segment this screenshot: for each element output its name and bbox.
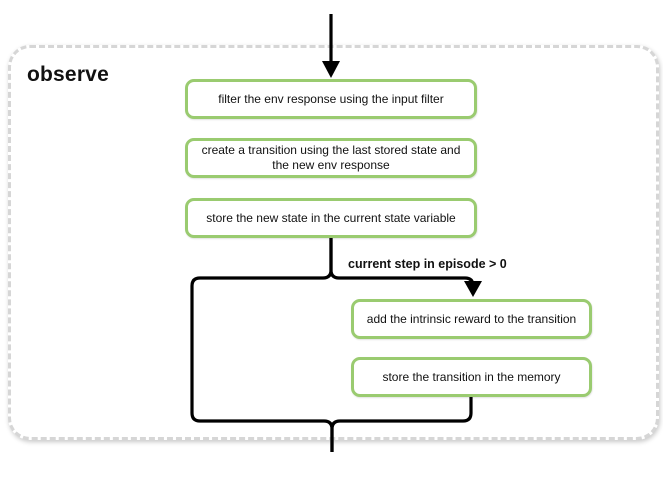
node-store-transition: store the transition in the memory [351, 357, 592, 397]
node-label: store the transition in the memory [382, 369, 561, 384]
node-add-intrinsic-reward: add the intrinsic reward to the transiti… [351, 299, 592, 339]
node-store-new-state: store the new state in the current state… [185, 198, 477, 238]
node-label: filter the env response using the input … [218, 91, 444, 106]
node-filter-env-response: filter the env response using the input … [185, 79, 477, 119]
node-create-transition: create a transition using the last store… [185, 138, 477, 178]
subgraph-title: observe [27, 63, 109, 86]
node-label: create a transition using the last store… [201, 143, 461, 172]
branch-condition-label: current step in episode > 0 [348, 257, 507, 271]
node-label: store the new state in the current state… [206, 210, 456, 225]
node-label: add the intrinsic reward to the transiti… [366, 311, 577, 326]
